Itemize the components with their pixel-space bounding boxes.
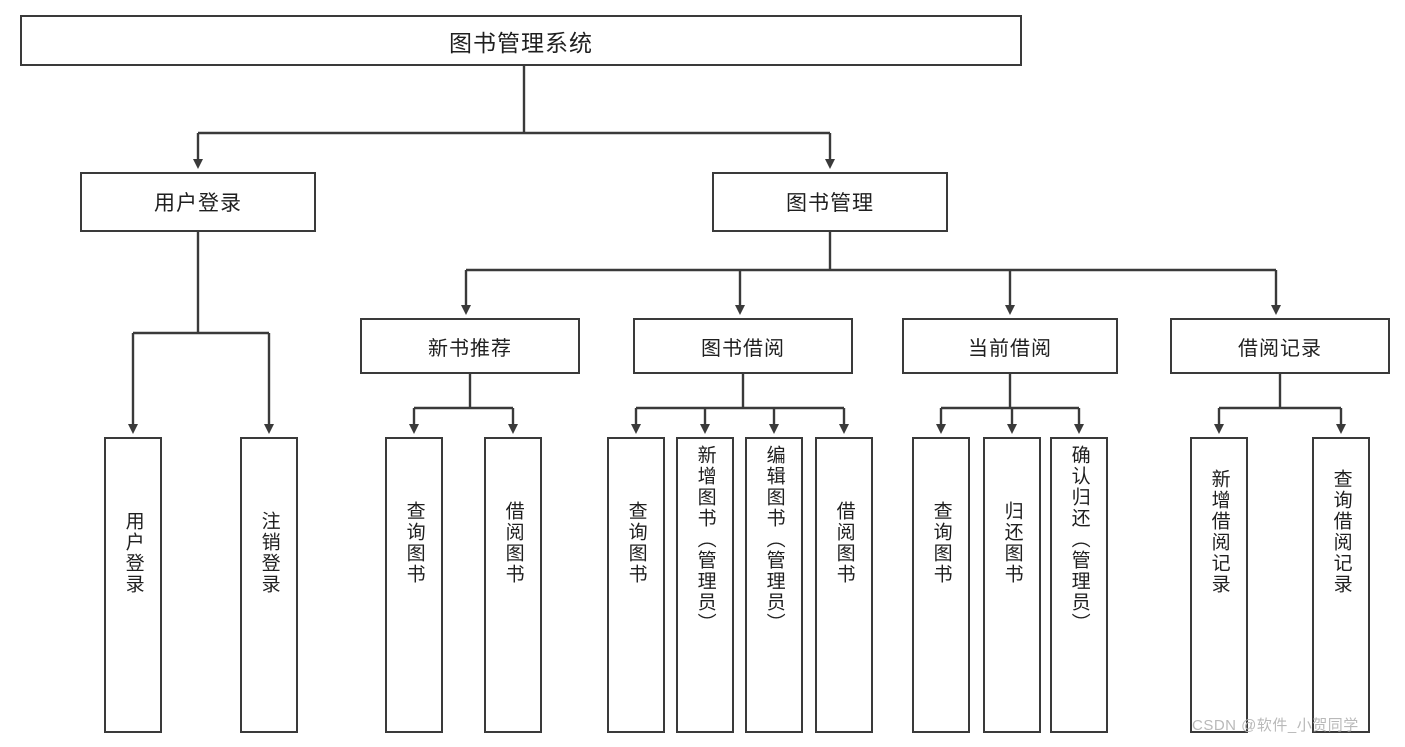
node-borrow-record-label: 借阅记录 bbox=[1238, 337, 1322, 360]
leaf-logout[interactable]: 注销登录 bbox=[240, 437, 298, 733]
node-book-borrow-label: 图书借阅 bbox=[701, 337, 785, 360]
leaf-add-borrow-record[interactable]: 新增借阅记录 bbox=[1190, 437, 1248, 733]
leaf-add-book-admin-label: 新增图书（管理员） bbox=[694, 445, 716, 634]
node-root-label: 图书管理系统 bbox=[449, 29, 593, 56]
leaf-query-book-borrow[interactable]: 查询图书 bbox=[607, 437, 665, 733]
leaf-query-book-borrow-label: 查询图书 bbox=[625, 501, 647, 585]
leaf-confirm-return-admin[interactable]: 确认归还（管理员） bbox=[1050, 437, 1108, 733]
node-borrow-record[interactable]: 借阅记录 bbox=[1170, 318, 1390, 374]
node-book-management-label: 图书管理 bbox=[786, 192, 874, 215]
leaf-borrow-book[interactable]: 借阅图书 bbox=[815, 437, 873, 733]
leaf-confirm-return-admin-label: 确认归还（管理员） bbox=[1068, 445, 1090, 634]
leaf-query-book-current[interactable]: 查询图书 bbox=[912, 437, 970, 733]
leaf-borrow-book-label: 借阅图书 bbox=[833, 501, 855, 585]
leaf-user-login[interactable]: 用户登录 bbox=[104, 437, 162, 733]
leaf-borrow-book-recommend[interactable]: 借阅图书 bbox=[484, 437, 542, 733]
leaf-user-login-label: 用户登录 bbox=[122, 511, 144, 595]
leaf-logout-label: 注销登录 bbox=[258, 511, 280, 595]
node-root[interactable]: 图书管理系统 bbox=[20, 15, 1022, 66]
node-current-borrow[interactable]: 当前借阅 bbox=[902, 318, 1118, 374]
node-new-book-recommend-label: 新书推荐 bbox=[428, 337, 512, 360]
leaf-query-book-current-label: 查询图书 bbox=[930, 501, 952, 585]
node-user-login-label: 用户登录 bbox=[154, 192, 242, 215]
watermark: CSDN @软件_小贺同学 bbox=[1192, 717, 1359, 734]
leaf-query-book-recommend-label: 查询图书 bbox=[403, 501, 425, 585]
leaf-edit-book-admin[interactable]: 编辑图书（管理员） bbox=[745, 437, 803, 733]
leaf-edit-book-admin-label: 编辑图书（管理员） bbox=[763, 445, 785, 634]
leaf-return-book-label: 归还图书 bbox=[1001, 501, 1023, 585]
leaf-query-book-recommend[interactable]: 查询图书 bbox=[385, 437, 443, 733]
leaf-add-book-admin[interactable]: 新增图书（管理员） bbox=[676, 437, 734, 733]
node-new-book-recommend[interactable]: 新书推荐 bbox=[360, 318, 580, 374]
node-current-borrow-label: 当前借阅 bbox=[968, 337, 1052, 360]
node-book-management[interactable]: 图书管理 bbox=[712, 172, 948, 232]
node-user-login[interactable]: 用户登录 bbox=[80, 172, 316, 232]
leaf-borrow-book-recommend-label: 借阅图书 bbox=[502, 501, 524, 585]
leaf-return-book[interactable]: 归还图书 bbox=[983, 437, 1041, 733]
node-book-borrow[interactable]: 图书借阅 bbox=[633, 318, 853, 374]
leaf-query-borrow-record-label: 查询借阅记录 bbox=[1330, 469, 1352, 595]
leaf-add-borrow-record-label: 新增借阅记录 bbox=[1208, 469, 1230, 595]
leaf-query-borrow-record[interactable]: 查询借阅记录 bbox=[1312, 437, 1370, 733]
